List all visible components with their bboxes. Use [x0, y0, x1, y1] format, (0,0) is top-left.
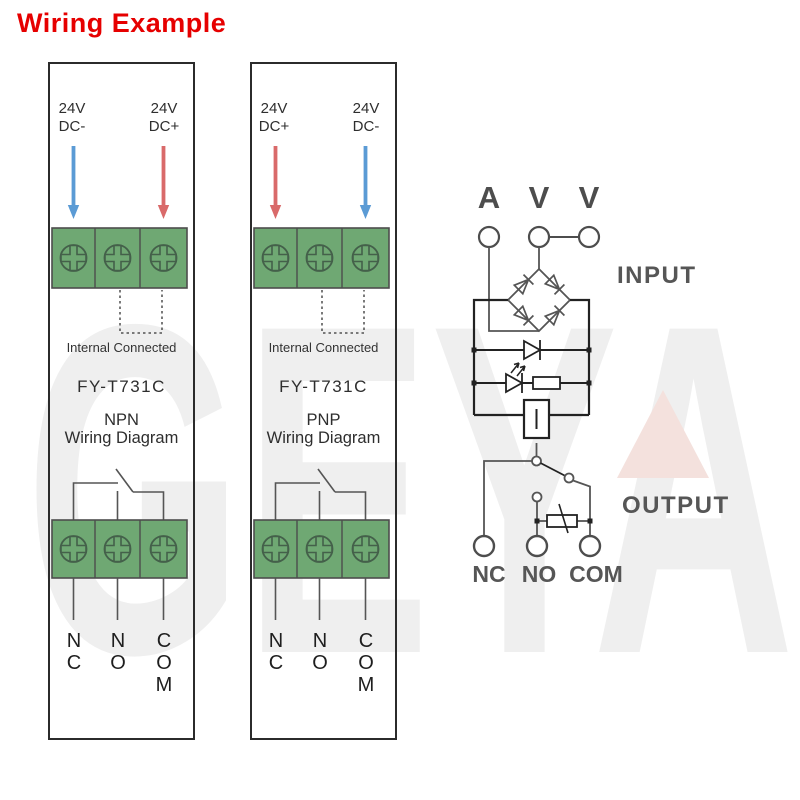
protection-diode-branch	[471, 339, 592, 361]
model-number: FY-T731C	[77, 377, 166, 396]
transistor-type: NPN	[104, 411, 139, 429]
terminal-label-nc: N C	[66, 630, 82, 674]
no-contact-point	[531, 491, 543, 503]
panel-subtitle: Wiring Diagram	[64, 429, 179, 447]
screw-icon	[305, 244, 334, 272]
dc-arrow-left	[67, 146, 80, 219]
relay-contact-symbol	[274, 468, 367, 520]
nc-wire	[483, 460, 532, 536]
internal-circuit-schematic	[471, 225, 602, 558]
varistor	[534, 503, 593, 534]
input-terminal-label-v2: V	[578, 180, 600, 215]
terminal-label-no: N O	[110, 630, 126, 674]
output-leads	[72, 578, 165, 620]
screw-icon	[351, 535, 380, 563]
dc-arrow-right	[359, 146, 372, 219]
dc-arrow-left	[269, 146, 282, 219]
terminal-v2-circle	[577, 225, 601, 249]
page-title: Wiring Example	[17, 8, 227, 38]
power-label-left: 24V DC+	[258, 100, 290, 135]
screw-icon	[59, 244, 88, 272]
screw-icon	[149, 535, 178, 563]
pnp-panel-graphics	[253, 146, 390, 620]
power-label-right: 24V DC+	[148, 100, 180, 135]
screw-icon	[103, 535, 132, 563]
input-terminal-label-v1: V	[528, 180, 550, 215]
output-leads	[274, 578, 367, 620]
screw-icon	[305, 535, 334, 563]
screw-icon	[261, 244, 290, 272]
output-terminal-label-com: COM	[569, 561, 623, 587]
contact-pivot	[531, 455, 542, 467]
terminal-label-nc: N C	[268, 630, 284, 674]
transistor-type: PNP	[306, 411, 341, 429]
led-emission-arrows	[510, 362, 526, 377]
led-icon	[505, 372, 524, 394]
nc-terminal-circle	[472, 534, 496, 558]
bridge-rectifier	[506, 267, 572, 333]
npn-panel-graphics	[51, 146, 188, 620]
led-resistor-branch	[471, 362, 592, 394]
pnp-wiring-panel: 24V DC+ 24V DC- Internal Connected FY-T7…	[250, 62, 397, 740]
output-terminal-label-no: NO	[521, 561, 557, 587]
panel-subtitle: Wiring Diagram	[266, 429, 381, 447]
input-terminal-label-a: A	[477, 180, 501, 215]
relay-coil	[522, 398, 551, 440]
no-terminal-circle	[525, 534, 549, 558]
screw-icon	[351, 244, 380, 272]
npn-wiring-panel: 24V DC- 24V DC+ Internal Connected FY-T7…	[48, 62, 195, 740]
relay-contact-symbol	[72, 468, 165, 520]
terminal-a-circle	[477, 225, 501, 249]
screw-icon	[261, 535, 290, 563]
watermark-red-triangle	[617, 390, 709, 478]
com-terminal-circle	[578, 534, 602, 558]
power-label-left: 24V DC-	[58, 100, 86, 135]
screw-icon	[59, 535, 88, 563]
screw-icon	[149, 244, 178, 272]
output-section-label: OUTPUT	[622, 492, 730, 519]
internal-connected-note: Internal Connected	[268, 340, 379, 355]
resistor-icon	[532, 376, 561, 390]
input-wires	[488, 247, 540, 332]
diode-icon	[523, 339, 542, 361]
screw-icon	[103, 244, 132, 272]
output-contacts	[472, 443, 602, 558]
terminal-v1-circle	[527, 225, 551, 249]
power-label-right: 24V DC-	[352, 100, 380, 135]
internal-connection-dashed-wire	[321, 290, 365, 334]
input-terminal-circles	[477, 225, 601, 249]
terminal-label-com: C O M	[357, 630, 375, 696]
internal-connected-note: Internal Connected	[66, 340, 177, 355]
contact-blade	[540, 462, 566, 477]
dc-arrow-right	[157, 146, 170, 219]
contact-point	[563, 472, 575, 484]
internal-connection-dashed-wire	[119, 290, 163, 334]
model-number: FY-T731C	[279, 377, 368, 396]
terminal-label-no: N O	[312, 630, 328, 674]
input-section-label: INPUT	[617, 262, 697, 289]
terminal-label-com: C O M	[155, 630, 173, 696]
output-terminal-label-nc: NC	[472, 561, 506, 587]
